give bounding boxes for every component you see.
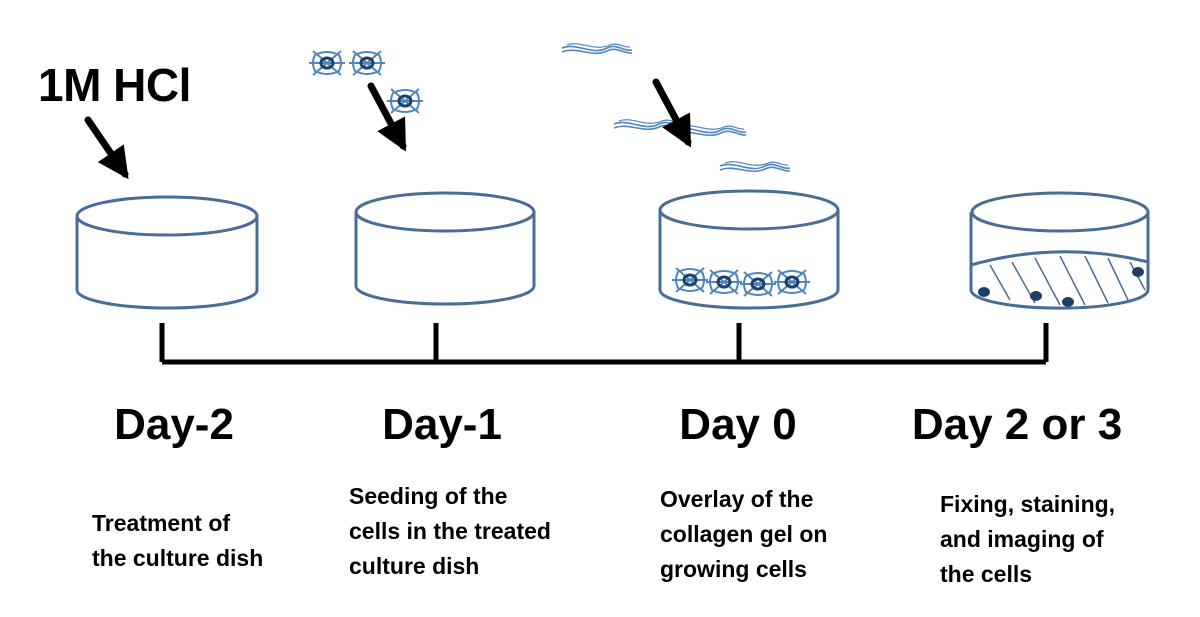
- collagen-gel-layer: [971, 252, 1148, 307]
- day-label-4: Day 2 or 3: [912, 400, 1122, 450]
- seeded-cells-in-dish: [672, 268, 810, 296]
- day-label-2: Day-1: [382, 400, 502, 450]
- culture-dish-day-minus-1: [356, 193, 534, 304]
- step-description-1: Treatment of the culture dish: [92, 506, 263, 576]
- day-label-1: Day-2: [114, 400, 234, 450]
- culture-dish-day-minus-2: [77, 197, 257, 308]
- timeline: [162, 323, 1046, 362]
- collagen-fibers-icon: [562, 44, 790, 172]
- cell-suspension-icon: [309, 51, 423, 113]
- day-label-3: Day 0: [679, 400, 796, 450]
- hcl-arrow: [88, 120, 125, 174]
- step-description-4: Fixing, staining, and imaging of the cel…: [940, 487, 1115, 592]
- reagent-label: 1M HCl: [38, 58, 191, 112]
- step-description-2: Seeding of the cells in the treated cult…: [349, 479, 551, 584]
- overlay-arrow: [656, 82, 688, 142]
- step-description-3: Overlay of the collagen gel on growing c…: [660, 482, 827, 587]
